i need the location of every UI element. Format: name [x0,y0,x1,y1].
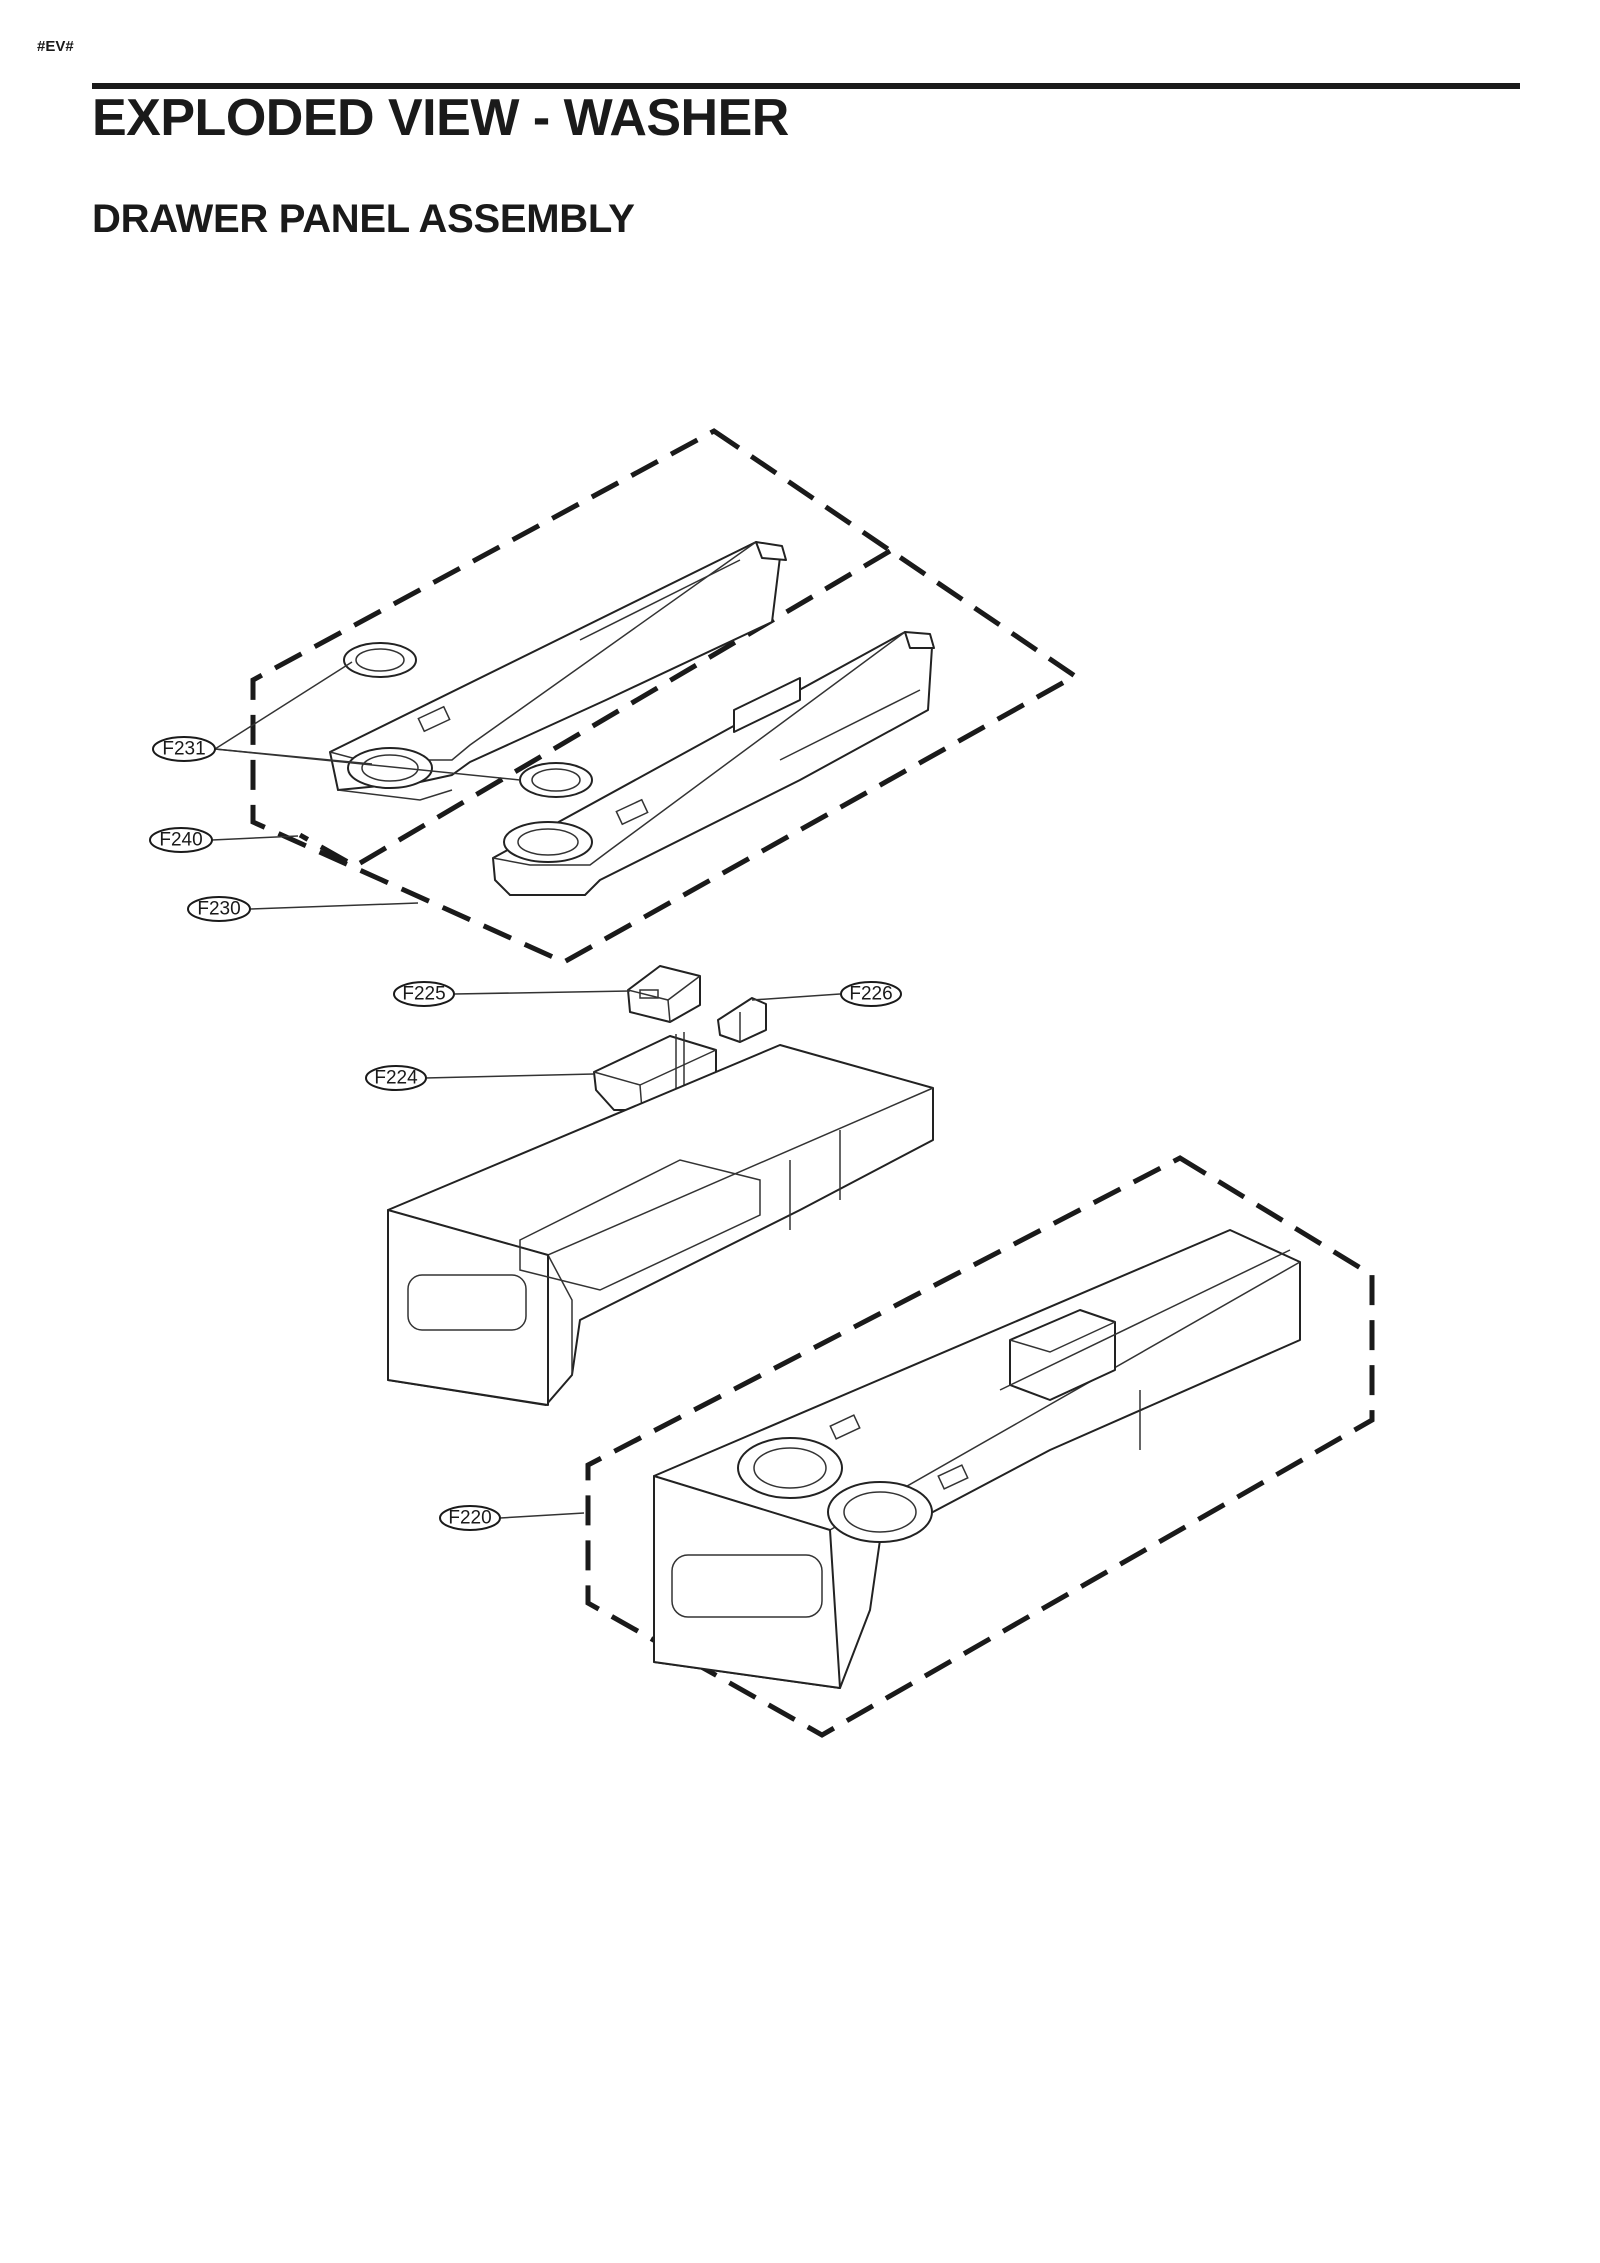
group-boundary-f240 [250,428,1080,965]
drawer-assembly-part [653,1229,1301,1689]
callout-f224: F224 [365,1065,427,1091]
lower-cover-part [492,631,935,896]
page-title: EXPLODED VIEW - WASHER [92,89,789,147]
drawer-body-part [387,1044,934,1406]
header-rule [92,83,1520,89]
clip-part-f226 [717,997,767,1043]
section-title: DRAWER PANEL ASSEMBLY [92,197,635,241]
group-boundary-f230 [298,548,892,869]
callout-f225: F225 [393,981,455,1007]
callout-f226: F226 [840,981,902,1007]
group-boundary-f220 [585,1155,1375,1738]
callout-f240-label: F240 [159,830,202,851]
callout-f240: F240 [149,827,213,853]
callout-f230-label: F230 [197,899,240,920]
upper-cover-part [329,541,787,801]
cap-part-f225 [627,965,701,1023]
callout-f230: F230 [187,896,251,922]
callout-f231-label: F231 [162,739,205,760]
callout-f225-label: F225 [402,984,445,1005]
document-tag: #EV# [37,38,74,55]
callout-f220: F220 [439,1505,501,1531]
callout-f231: F231 [152,736,216,762]
callout-f220-label: F220 [448,1508,491,1529]
callout-f224-label: F224 [374,1068,418,1089]
callout-f226-label: F226 [849,984,892,1005]
leader-lines [211,661,841,1519]
